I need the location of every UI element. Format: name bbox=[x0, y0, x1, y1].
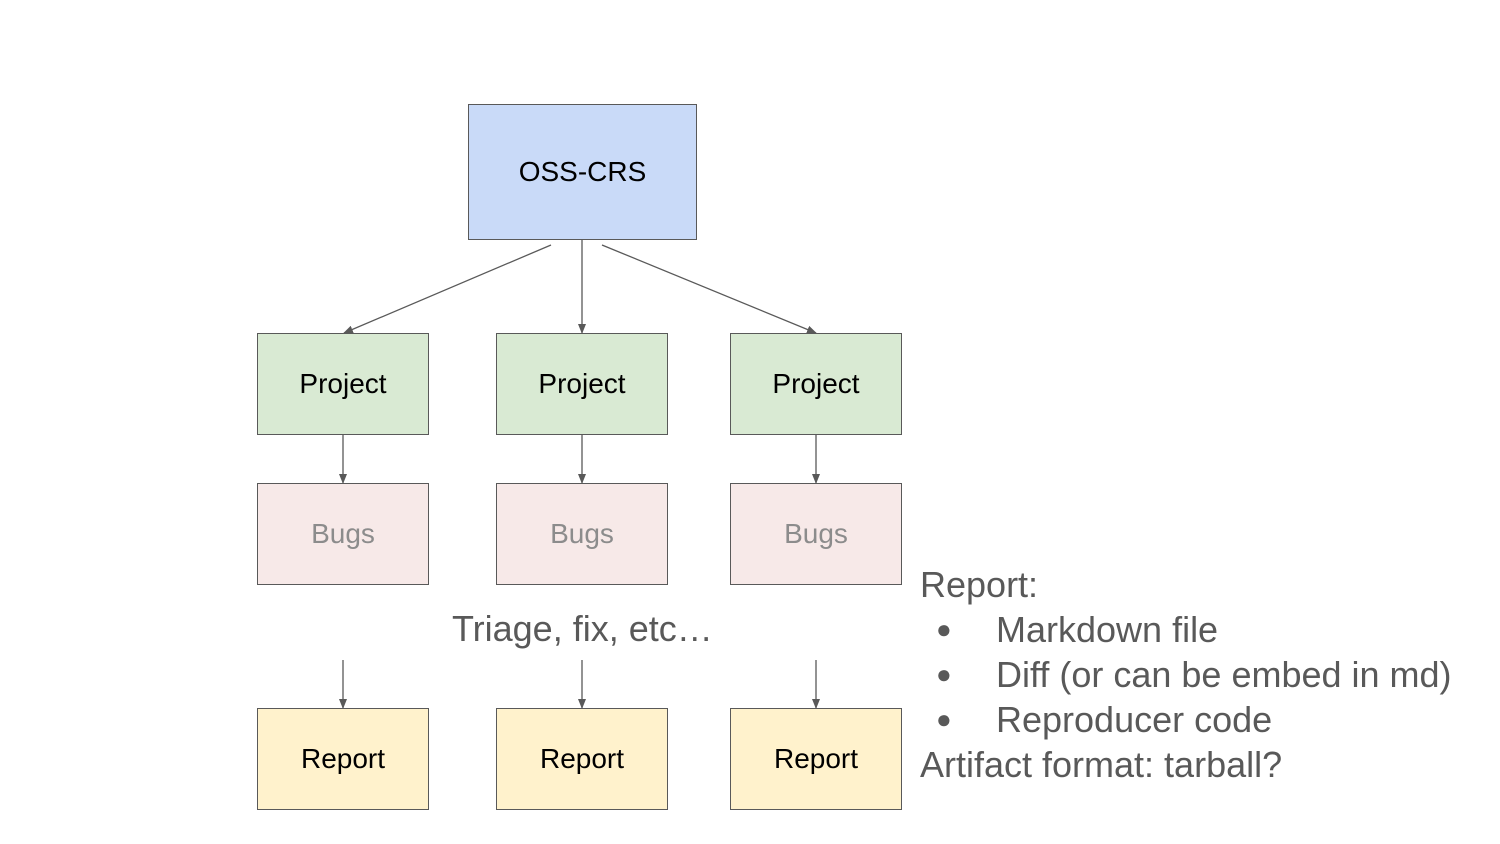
report-label: Report bbox=[773, 743, 859, 774]
notes-item-text: Markdown file bbox=[996, 609, 1219, 650]
notes-item: ● Reproducer code bbox=[920, 697, 1282, 742]
project-label: Project bbox=[538, 368, 626, 399]
bullet-icon: ● bbox=[936, 704, 952, 734]
project-node-3: Project bbox=[730, 333, 902, 435]
project-node-2: Project bbox=[496, 333, 668, 435]
report-label: Report bbox=[300, 743, 386, 774]
report-node-3: Report bbox=[730, 708, 902, 810]
bullet-icon: ● bbox=[936, 659, 952, 689]
bugs-node-2: Bugs bbox=[496, 483, 668, 585]
process-label: Triage, fix, etc… bbox=[452, 608, 713, 649]
bugs-node-1: Bugs bbox=[257, 483, 429, 585]
report-notes: Report: ● Markdown file ● Diff (or can b… bbox=[920, 562, 1452, 787]
project-label: Project bbox=[772, 368, 860, 399]
oss-crs-node: OSS-CRS bbox=[468, 104, 697, 240]
notes-item: ● Markdown file bbox=[920, 607, 1282, 652]
arrow-root-to-project-3 bbox=[601, 244, 817, 334]
report-node-2: Report bbox=[496, 708, 668, 810]
oss-crs-label: OSS-CRS bbox=[518, 156, 647, 187]
notes-item: ● Diff (or can be embed in md) bbox=[920, 652, 1452, 697]
notes-footer: Artifact format: tarball? bbox=[920, 744, 1283, 785]
report-label: Report bbox=[539, 743, 625, 774]
bugs-label: Bugs bbox=[784, 518, 848, 549]
arrow-root-to-project-1 bbox=[343, 244, 552, 334]
bullet-icon: ● bbox=[936, 614, 952, 644]
project-label: Project bbox=[299, 368, 387, 399]
bugs-node-3: Bugs bbox=[730, 483, 902, 585]
notes-heading: Report: bbox=[920, 564, 1039, 605]
notes-item-text: Reproducer code bbox=[996, 699, 1273, 740]
notes-item-text: Diff (or can be embed in md) bbox=[996, 654, 1452, 695]
project-node-1: Project bbox=[257, 333, 429, 435]
bugs-label: Bugs bbox=[550, 518, 614, 549]
bugs-label: Bugs bbox=[311, 518, 375, 549]
report-node-1: Report bbox=[257, 708, 429, 810]
